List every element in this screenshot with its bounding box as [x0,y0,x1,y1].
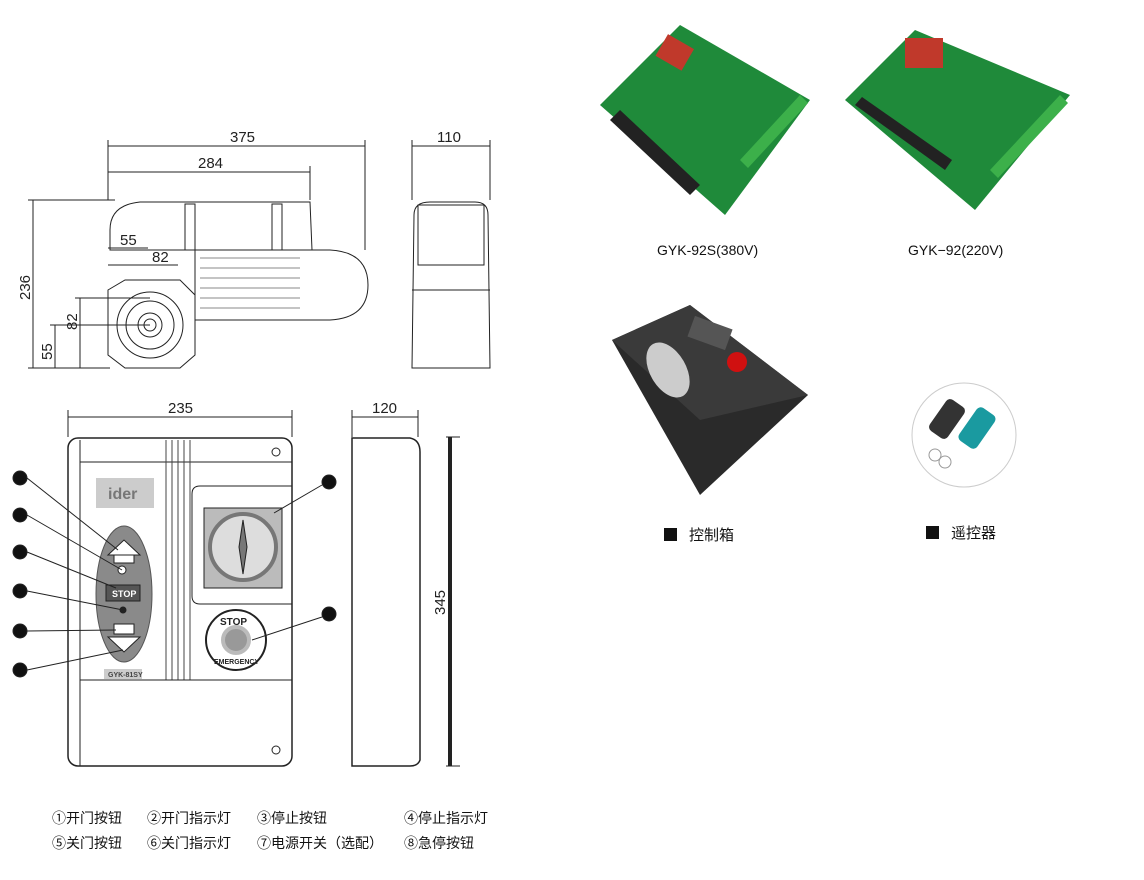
model-label: GYK-81SY [108,672,143,679]
caption-control-box-text: 控制箱 [689,527,735,544]
bullet-square-icon [926,526,939,539]
pcb-board-gyk92s-photo [600,25,810,215]
stop-button-label: STOP [112,589,136,599]
legend-item-7: ⑦电源开关（选配） [257,835,383,851]
caption-control-box: 控制箱 [664,524,734,545]
emergency-label: EMERGENCY [214,659,259,666]
caption-remote-text: 遥控器 [951,525,997,542]
control-box-photo [612,305,808,495]
dim-284: 284 [198,155,223,172]
callout-2: ② [15,512,24,523]
legend-item-3: ③停止按钮 [257,810,327,826]
dim-110: 110 [437,129,461,146]
legend-item-6: ⑥关门指示灯 [147,835,231,851]
dim-375: 375 [230,129,255,146]
callout-4: ④ [15,588,24,599]
callout-8: ⑧ [324,611,333,622]
dim-236: 236 [17,275,34,300]
control-box-front-view: 235 ider STOP GYK-81SY STOP EMERGENCY [67,400,293,767]
callouts: ① ② ③ ④ ⑤ ⑥ ⑦ ⑧ [12,470,337,678]
dim-345: 345 [432,590,449,615]
legend-item-5: ⑤关门按钮 [52,835,122,851]
dim-235: 235 [168,400,193,417]
dim-82-v: 82 [64,313,81,330]
callout-3: ③ [15,549,24,560]
callout-7: ⑦ [324,479,333,490]
pcb-board-gyk92-photo [845,30,1070,210]
motor-side-view: 375 284 236 55 82 82 55 [17,129,369,369]
dim-120: 120 [372,400,397,417]
callout-5: ⑤ [15,628,24,639]
caption-gyk92: GYK−92(220V) [908,242,1004,258]
legend-item-1: ①开门按钮 [52,810,122,826]
motor-end-view: 110 [411,129,491,369]
caption-remote: 遥控器 [926,522,996,543]
dim-55-h: 55 [120,232,137,249]
remote-control-photo [911,382,1017,488]
legend-item-4: ④停止指示灯 [404,810,488,826]
caption-gyk92s: GYK-92S(380V) [657,242,759,258]
ider-logo: ider [108,486,137,503]
bullet-square-icon [664,528,677,541]
callout-6: ⑥ [15,667,24,678]
legend-item-2: ②开门指示灯 [147,810,231,826]
emergency-stop-label: STOP [220,617,247,628]
dim-55-v: 55 [39,343,56,360]
callout-1: ① [15,475,24,486]
dim-82-h: 82 [152,249,169,266]
legend-item-8: ⑧急停按钮 [404,835,474,851]
control-box-side-view: 120 345 [351,400,460,767]
